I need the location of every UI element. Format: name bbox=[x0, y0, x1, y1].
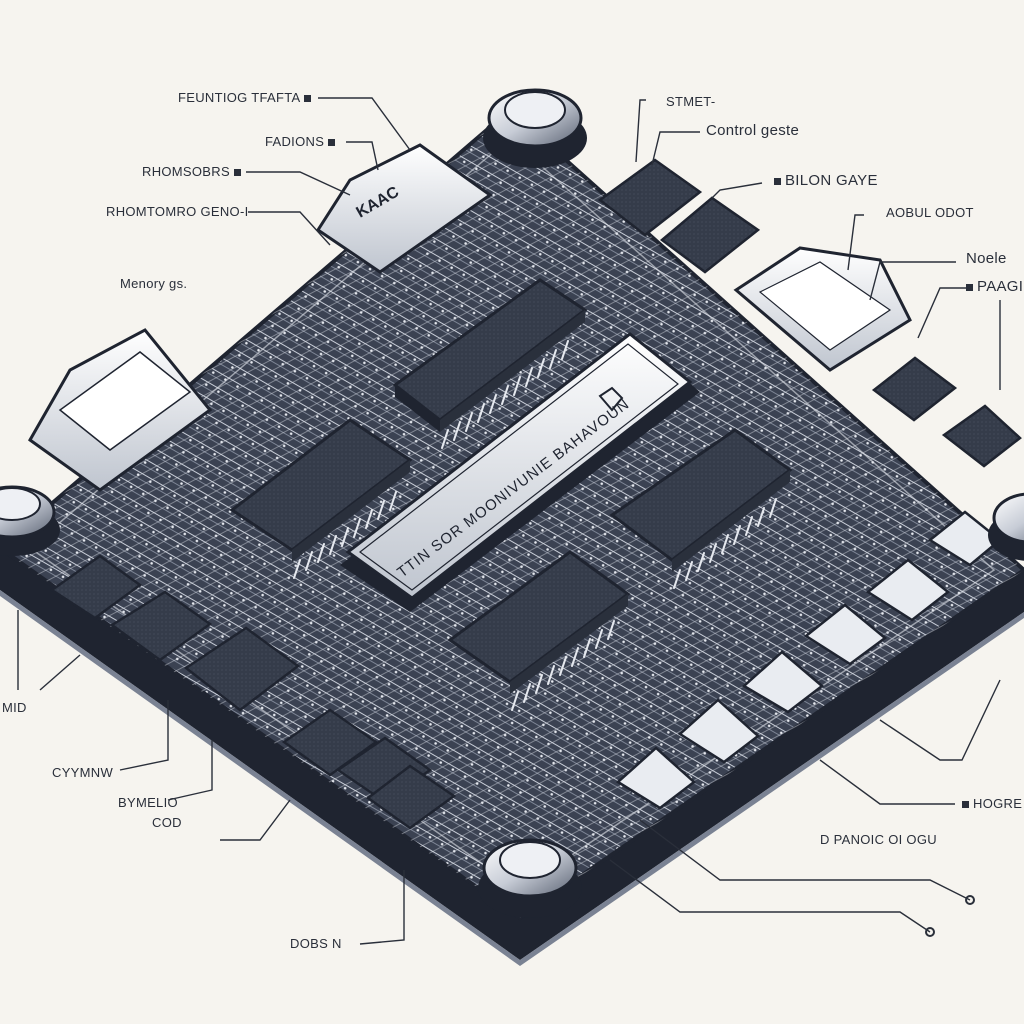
ic-pins bbox=[293, 340, 777, 711]
capacitor-bottom bbox=[478, 838, 582, 918]
label-dobs: DOBS N bbox=[290, 936, 342, 951]
label-bilon: BILON GAYE bbox=[770, 172, 878, 189]
capacitor-left bbox=[0, 485, 60, 556]
label-memory: Menory gs. bbox=[120, 276, 188, 291]
label-feature: FEUNTIOG TFAFTA bbox=[178, 90, 315, 105]
label-cyymnw: CYYMNW bbox=[52, 765, 114, 780]
label-rhomtomro: RHOMTOMRO GENO-I bbox=[106, 204, 249, 219]
label-mid: MID bbox=[2, 700, 27, 715]
ic-chip-right bbox=[609, 428, 793, 572]
leader-dots bbox=[925, 895, 975, 937]
ic-chip-left bbox=[229, 418, 413, 562]
module-left bbox=[28, 328, 213, 492]
label-paagil: PAAGIL bbox=[962, 278, 1024, 295]
capacitor-top bbox=[483, 88, 587, 168]
module-top-left: KAAC bbox=[315, 143, 493, 274]
label-dpanoic: D PANOIC OI OGU bbox=[820, 832, 937, 847]
label-fadions: FADIONS bbox=[265, 134, 339, 149]
label-bymelio: BYMELIO bbox=[118, 795, 178, 810]
label-control: Control geste bbox=[706, 122, 800, 139]
central-module-end-icon bbox=[598, 386, 624, 412]
leader-lines bbox=[17, 97, 1001, 945]
label-noele: Noele bbox=[966, 250, 1007, 267]
label-hogre: HOGRE bbox=[958, 796, 1022, 811]
label-aobul: AOBUL ODOT bbox=[886, 205, 974, 220]
module-top-right bbox=[733, 246, 912, 372]
label-stmet: STMET- bbox=[666, 94, 716, 109]
label-rhomsobrs: RHOMSOBRS bbox=[142, 164, 245, 179]
component-cluster-bottom-left bbox=[49, 554, 457, 830]
component-cluster-top-right bbox=[597, 158, 1022, 468]
capacitor-right bbox=[988, 492, 1024, 561]
component-row-right bbox=[615, 510, 1002, 810]
label-cod: COD bbox=[152, 815, 182, 830]
ic-chip-lower bbox=[447, 550, 631, 694]
ic-chip-upper bbox=[392, 278, 588, 432]
